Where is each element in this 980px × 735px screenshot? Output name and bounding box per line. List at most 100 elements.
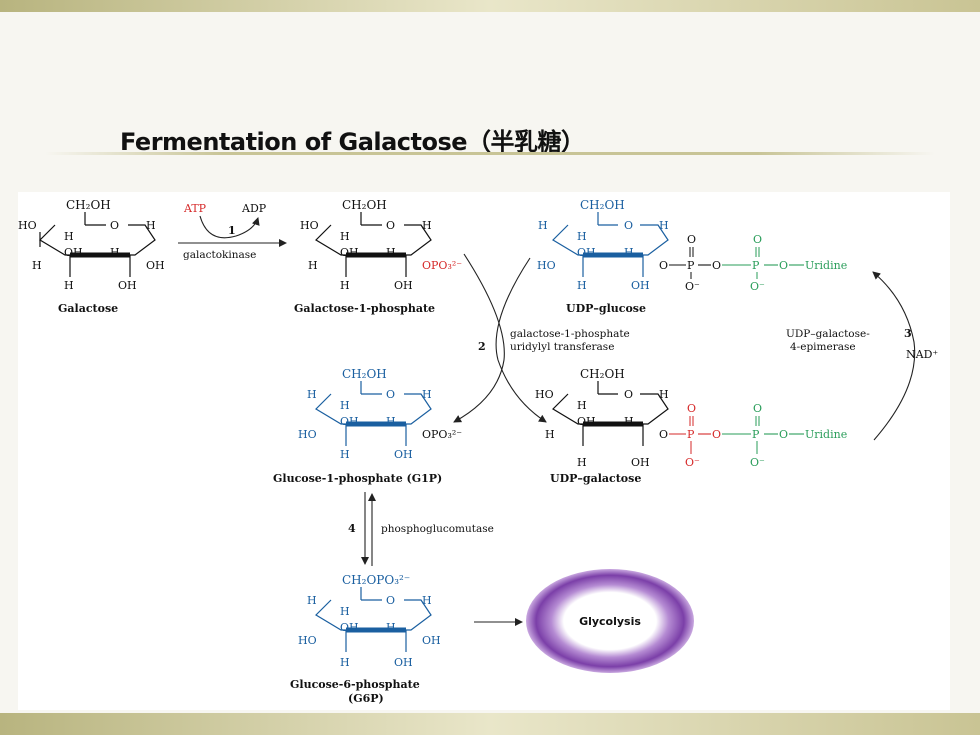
svg-text:CH₂OH: CH₂OH <box>342 198 387 212</box>
step3-reaction: 3 UDP–galactose- 4-epimerase NAD⁺ <box>786 271 938 441</box>
svg-text:H: H <box>659 219 669 232</box>
svg-text:OH: OH <box>422 634 441 647</box>
svg-text:OH: OH <box>577 246 596 259</box>
svg-text:H: H <box>340 279 350 292</box>
udp-glucose-name: UDP–glucose <box>566 302 646 315</box>
svg-text:H: H <box>307 594 317 607</box>
galactose-molecule: CH₂OH O HO H H H OH H OH H OH Galactose <box>18 198 165 315</box>
g6p-name-line1: Glucose-6-phosphate <box>290 678 420 691</box>
udp-galactose-molecule: CH₂OH O HO H H H OH H H OH O P O O⁻ O P … <box>535 367 847 485</box>
svg-text:P: P <box>687 428 695 441</box>
step4-number: 4 <box>348 522 356 535</box>
svg-text:O: O <box>779 428 788 441</box>
svg-text:O: O <box>753 402 762 415</box>
svg-text:HO: HO <box>298 634 317 647</box>
svg-text:OH: OH <box>577 415 596 428</box>
svg-text:OH: OH <box>340 621 359 634</box>
svg-text:O: O <box>386 388 395 401</box>
svg-text:O⁻: O⁻ <box>685 456 700 469</box>
svg-text:O⁻: O⁻ <box>750 456 765 469</box>
svg-text:CH₂OH: CH₂OH <box>342 367 387 381</box>
svg-text:O⁻: O⁻ <box>750 280 765 293</box>
svg-text:H: H <box>624 246 634 259</box>
nad-label: NAD⁺ <box>906 348 938 361</box>
svg-text:H: H <box>538 219 548 232</box>
svg-text:O: O <box>386 219 395 232</box>
svg-text:OH: OH <box>146 259 165 272</box>
phosphoglucomutase-label: phosphoglucomutase <box>381 523 494 535</box>
uridine-label: Uridine <box>805 259 847 272</box>
svg-text:HO: HO <box>300 219 319 232</box>
svg-text:OPO₃²⁻: OPO₃²⁻ <box>422 259 462 272</box>
svg-text:O: O <box>624 388 633 401</box>
step1-number: 1 <box>228 224 236 237</box>
svg-text:H: H <box>340 230 350 243</box>
svg-text:H: H <box>422 594 432 607</box>
svg-text:O: O <box>386 594 395 607</box>
pathway-figure: CH₂OH O HO H H H OH H OH H OH Galactose … <box>18 192 950 710</box>
galactose-name: Galactose <box>58 302 118 315</box>
step2-number: 2 <box>478 340 486 353</box>
svg-text:O: O <box>712 259 721 272</box>
svg-text:OH: OH <box>394 448 413 461</box>
svg-text:OPO₃²⁻: OPO₃²⁻ <box>422 428 462 441</box>
step1-reaction: ATP ADP 1 galactokinase <box>178 202 287 261</box>
step3-enzyme-line1: UDP–galactose- <box>786 328 870 340</box>
step2-enzyme-line2: uridylyl transferase <box>510 341 614 353</box>
svg-text:H: H <box>340 399 350 412</box>
svg-text:O: O <box>753 233 762 246</box>
svg-text:H: H <box>340 605 350 618</box>
gal1p-name: Galactose-1-phosphate <box>294 302 435 315</box>
g1p-name: Glucose-1-phosphate (G1P) <box>273 472 442 485</box>
step2-enzyme-line1: galactose-1-phosphate <box>510 328 630 340</box>
svg-text:HO: HO <box>298 428 317 441</box>
udp-glucose-molecule: CH₂OH O H H H HO OH H H OH O P O O⁻ O P … <box>537 198 847 315</box>
svg-text:O: O <box>779 259 788 272</box>
svg-text:CH₂OH: CH₂OH <box>580 367 625 381</box>
svg-text:OH: OH <box>118 279 137 292</box>
svg-text:Uridine: Uridine <box>805 428 847 441</box>
svg-text:H: H <box>110 246 120 259</box>
svg-text:H: H <box>32 259 42 272</box>
svg-text:H: H <box>545 428 555 441</box>
step2-reaction: 2 galactose-1-phosphate uridylyl transfe… <box>453 253 630 423</box>
title-underline <box>45 152 935 155</box>
svg-text:O: O <box>659 259 668 272</box>
atp-label: ATP <box>183 202 207 215</box>
svg-text:OH: OH <box>394 279 413 292</box>
svg-text:O: O <box>110 219 119 232</box>
slide-title: Fermentation of Galactose（半乳糖） <box>120 128 585 156</box>
svg-text:H: H <box>659 388 669 401</box>
svg-text:H: H <box>577 399 587 412</box>
svg-text:P: P <box>752 259 760 272</box>
glycolysis-label: Glycolysis <box>579 615 641 628</box>
svg-text:HO: HO <box>18 219 37 232</box>
svg-text:H: H <box>340 448 350 461</box>
svg-text:HO: HO <box>537 259 556 272</box>
svg-text:OH: OH <box>340 246 359 259</box>
svg-text:H: H <box>422 219 432 232</box>
svg-text:H: H <box>422 388 432 401</box>
svg-text:O: O <box>712 428 721 441</box>
svg-text:OH: OH <box>64 246 83 259</box>
svg-text:O: O <box>687 233 696 246</box>
svg-text:H: H <box>307 388 317 401</box>
svg-text:H: H <box>386 415 396 428</box>
svg-text:H: H <box>577 279 587 292</box>
top-decor-band <box>0 0 980 12</box>
step3-number: 3 <box>904 327 912 340</box>
ch2oh-label: CH₂OH <box>66 198 111 212</box>
svg-text:H: H <box>386 621 396 634</box>
svg-text:H: H <box>577 230 587 243</box>
svg-text:H: H <box>340 656 350 669</box>
svg-text:OH: OH <box>394 656 413 669</box>
svg-text:O⁻: O⁻ <box>685 280 700 293</box>
svg-text:OH: OH <box>631 456 650 469</box>
svg-text:H: H <box>64 230 74 243</box>
svg-text:H: H <box>577 456 587 469</box>
svg-text:H: H <box>64 279 74 292</box>
step4-reaction: 4 phosphoglucomutase <box>348 492 494 566</box>
svg-text:O: O <box>624 219 633 232</box>
glucose-6-phosphate-molecule: CH₂OPO₃²⁻ O H H H HO OH H OH H OH Glucos… <box>290 573 441 705</box>
glycolysis-ring: Glycolysis <box>526 569 694 673</box>
